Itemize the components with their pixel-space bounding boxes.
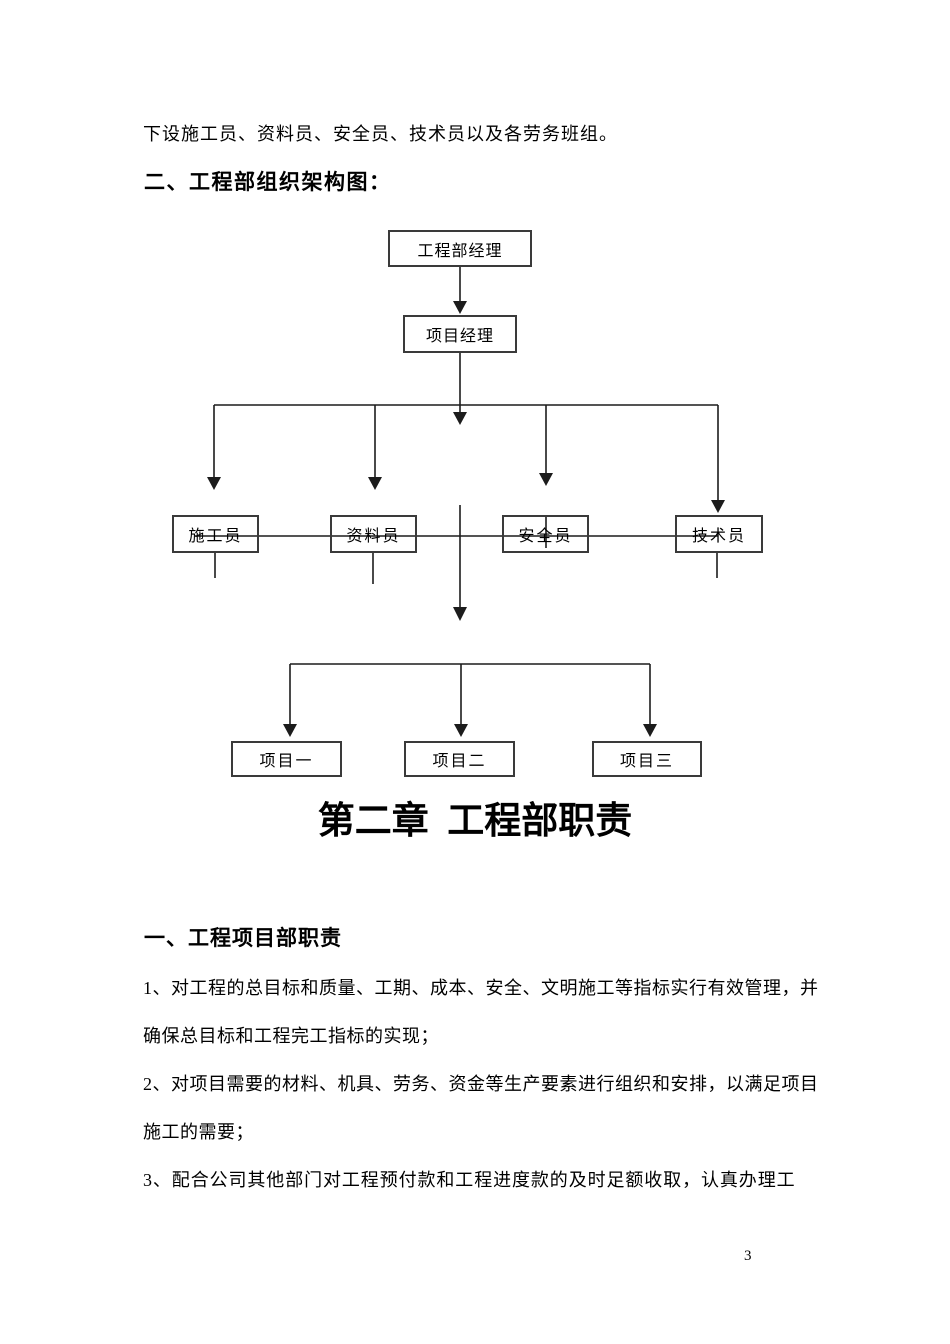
body-paragraph-line: 施工的需要；: [143, 1122, 254, 1142]
chapter-title: 第二章 工程部职责: [317, 801, 633, 842]
org-chart-connectors: [195, 267, 725, 737]
body-paragraph-line: 确保总目标和工程完工指标的实现；: [143, 1026, 439, 1046]
chart-node-dept-manager: 工程部经理: [388, 230, 532, 267]
chart-node-document-clerk: 资料员: [330, 515, 417, 553]
section-heading: 一、工程项目部职责: [144, 927, 342, 950]
body-paragraph-line: 1、对工程的总目标和质量、工期、成本、安全、文明施工等指标实行有效管理，并: [143, 978, 819, 998]
chart-node-project-3: 项目三: [592, 741, 702, 777]
org-chart-heading: 二、工程部组织架构图：: [144, 171, 392, 194]
chart-node-project-manager: 项目经理: [403, 315, 517, 353]
body-paragraph-line: 2、对项目需要的材料、机具、劳务、资金等生产要素进行组织和安排，以满足项目: [143, 1074, 819, 1094]
chart-node-safety-officer: 安全员: [502, 515, 589, 553]
chart-node-project-1: 项目一: [231, 741, 342, 777]
intro-paragraph: 下设施工员、资料员、安全员、技术员以及各劳务班组。: [143, 124, 618, 144]
chart-node-constructor: 施工员: [172, 515, 259, 553]
chart-node-project-2: 项目二: [404, 741, 515, 777]
page-number: 3: [744, 1248, 752, 1264]
chart-node-technician: 技术员: [675, 515, 763, 553]
body-paragraph-line: 3、配合公司其他部门对工程预付款和工程进度款的及时足额收取，认真办理工: [143, 1170, 796, 1190]
